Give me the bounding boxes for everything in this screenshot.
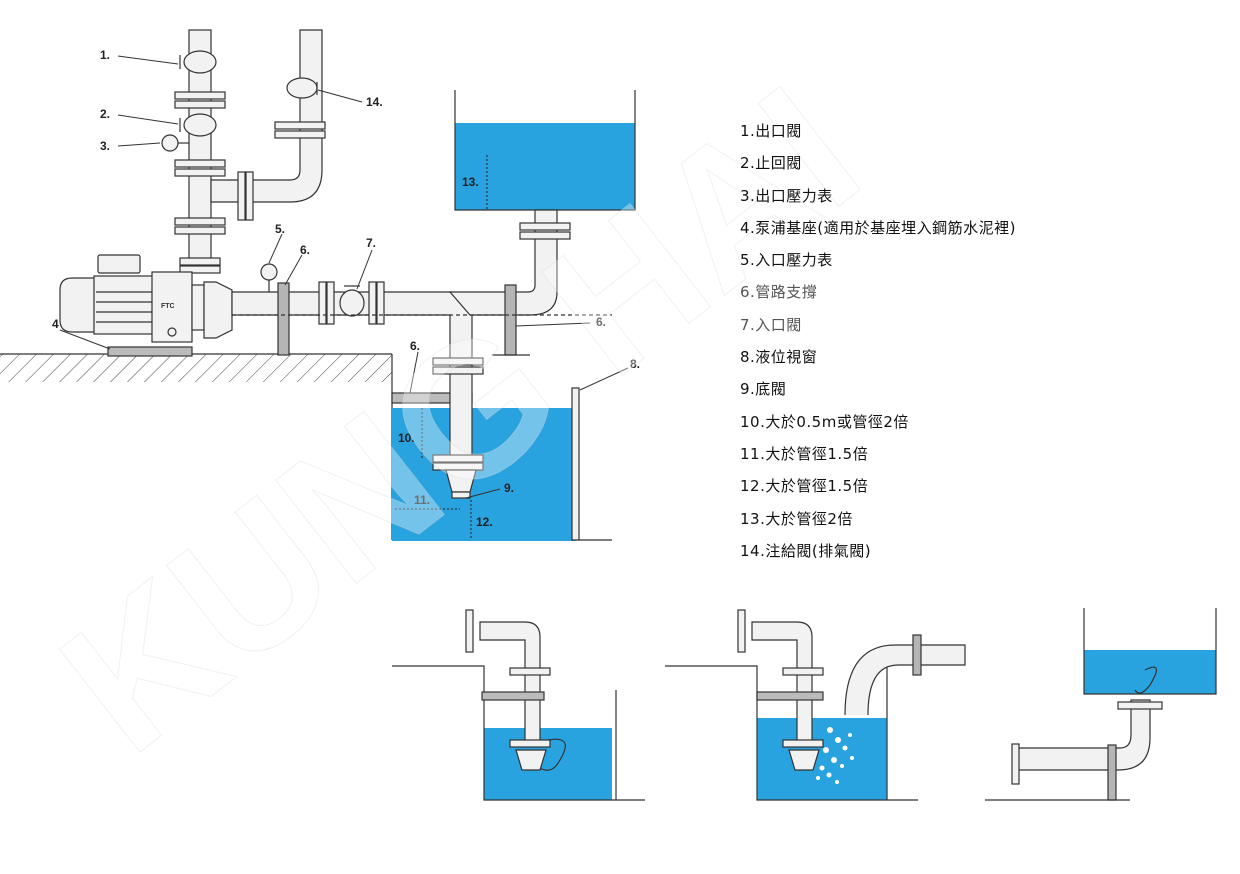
callout-5: 5. <box>275 222 285 236</box>
outlet-valve-1 <box>183 50 217 74</box>
callout-12: 12. <box>476 515 493 529</box>
callout-9: 9. <box>504 481 514 495</box>
callout-4: 4 <box>52 317 59 331</box>
legend-item: 3.出口壓力表 <box>740 186 833 205</box>
upper-tank <box>454 90 636 211</box>
callout-6b: 6. <box>596 315 606 329</box>
pipe-support-6a <box>277 282 290 356</box>
priming-valve-14 <box>286 77 318 99</box>
legend-item: 1.出口閥 <box>740 122 802 140</box>
callout-13: 13. <box>462 175 479 189</box>
small-diagram-correct <box>392 609 645 801</box>
branch-pipe <box>210 29 323 203</box>
legend-item: 9.底閥 <box>740 380 787 399</box>
pump-base-4 <box>107 346 193 357</box>
legend-item: 12.大於管徑1.5倍 <box>740 477 869 496</box>
inlet-gauge-5 <box>260 263 278 281</box>
legend-item: 5.入口壓力表 <box>740 251 833 270</box>
level-window <box>571 387 580 541</box>
legend: 1.出口閥 2.止回閥 3.出口壓力表 4.泵浦基座(適用於基座埋入鋼筋水泥裡) 5.入… <box>740 117 1016 569</box>
callout-7: 7. <box>366 236 376 250</box>
inlet-valve-7 <box>339 289 365 317</box>
leader-lines <box>59 55 629 499</box>
callout-labels: 1. 2. 3. 4 5. 6. 6. 6. 7. 8. 9. 10. 11. … <box>52 48 640 529</box>
callout-8: 8. <box>630 357 640 371</box>
legend-item: 6.管路支撐 <box>740 283 818 302</box>
legend-item: 11.大於管徑1.5倍 <box>740 444 869 463</box>
outlet-gauge-3 <box>161 134 179 152</box>
callout-6c: 6. <box>410 339 420 353</box>
foot-valve-9 <box>445 469 477 493</box>
legend-item: 8.液位視窗 <box>740 348 818 367</box>
dimensions <box>395 155 488 540</box>
legend-item: 4.泵浦基座(適用於基座埋入鋼筋水泥裡) <box>740 218 1017 237</box>
discharge-flanges <box>174 91 226 274</box>
main-diagram <box>0 29 636 541</box>
legend-item: 14.注給閥(排氣閥) <box>740 541 872 560</box>
callout-1: 1. <box>100 48 110 62</box>
motor-brand: FTC <box>161 303 175 310</box>
small-diagram-wrong-tank <box>985 608 1217 801</box>
callout-14: 14. <box>366 95 383 109</box>
legend-item: 7.入口閥 <box>740 315 802 334</box>
callout-2: 2. <box>100 107 110 121</box>
callout-10: 10. <box>398 431 415 445</box>
callout-11: 11. <box>414 493 430 507</box>
legend-item: 10.大於0.5m或管徑2倍 <box>740 412 909 431</box>
callout-3: 3. <box>100 139 110 153</box>
tank-riser-pipe <box>448 209 558 316</box>
motor <box>59 254 233 357</box>
legend-item: 13.大於管徑2倍 <box>740 509 853 528</box>
sump-water <box>392 408 576 541</box>
pipe-support-6b <box>504 284 517 356</box>
callout-6a: 6. <box>300 243 310 257</box>
small-diagram-wrong-inlet <box>665 609 966 801</box>
legend-item: 2.止回閥 <box>740 154 802 173</box>
check-valve-2 <box>183 113 217 137</box>
